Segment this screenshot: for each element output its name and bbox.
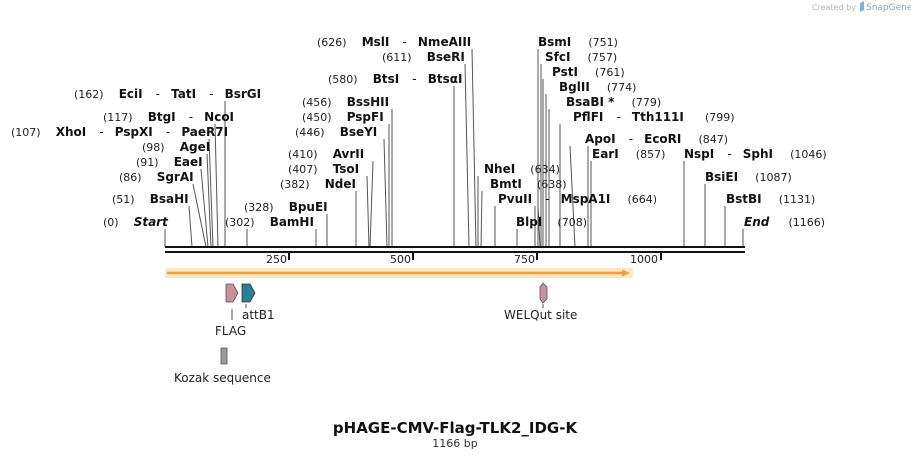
orf-arrow[interactable]	[165, 268, 633, 278]
site-label-nspi: NspI - SphI (1046)	[684, 143, 827, 162]
attb1-arrow-icon	[241, 283, 256, 303]
site-label-bstbi: BstBI (1131)	[726, 188, 815, 207]
leader-bseyi	[369, 160, 374, 248]
site-label-start: (0) Start	[103, 211, 169, 230]
site-label-sfci: SfcI (757)	[545, 46, 617, 65]
tick-label-500: 500	[390, 253, 411, 266]
sequence-backbone	[165, 246, 745, 253]
scale-ticks: 250 500 750 1000	[266, 252, 662, 266]
site-label-eari: EarI (857)	[592, 143, 665, 162]
leader-sgrai	[192, 183, 207, 248]
site-label-bglii: BglII (774)	[559, 76, 636, 95]
site-label-avrii: (410) AvrII	[288, 143, 364, 162]
flag-label: FLAG	[215, 324, 246, 338]
site-label-eaei: (91) EaeI	[136, 151, 203, 170]
tick-label-1000: 1000	[630, 253, 658, 266]
site-label-msli: (626) MslI - NmeAIII	[317, 31, 471, 50]
tick-label-750: 750	[514, 253, 535, 266]
site-label-pflfi: PflFI - Tth111I (799)	[573, 106, 735, 125]
snapgene-branding: Created by SnapGene	[812, 1, 911, 13]
site-label-pvuii: PvuII - MspA1I (664)	[498, 188, 657, 207]
map-title: pHAGE-CMV-Flag-TLK2_IDG-K	[333, 419, 579, 437]
orf-arrowhead	[622, 269, 630, 277]
site-label-bsshii: (456) BssHII	[302, 91, 389, 110]
site-label-bsmi: BsmI (751)	[538, 31, 618, 50]
site-label-end: End (1166)	[744, 211, 825, 230]
site-label-blpi: BlpI (708)	[516, 211, 587, 230]
leader-avrii	[366, 175, 370, 248]
site-label-psti: PstI (761)	[552, 61, 625, 80]
leader-pspfi	[383, 138, 388, 248]
leader-xhoi	[208, 138, 214, 248]
site-label-pspfi: (450) PspFI	[302, 106, 384, 125]
site-label-sgrai: (86) SgrAI	[119, 166, 194, 185]
site-label-btgi: (117) BtgI - NcoI	[103, 106, 234, 125]
leader-bmti	[480, 190, 483, 248]
snapgene-logo-icon	[860, 1, 864, 12]
site-label-ecii: (162) EciI - TatI - BsrGI	[74, 83, 261, 102]
leader-bsahi	[188, 205, 193, 248]
leader-eaei	[200, 168, 209, 248]
site-label-bmti: BmtI (638)	[490, 173, 567, 192]
feature-kozak[interactable]: Kozak sequence	[174, 347, 271, 385]
map-length: 1166 bp	[432, 437, 477, 450]
site-label-ndei: (382) NdeI	[280, 173, 356, 192]
site-label-bseri: (611) BseRI	[382, 46, 465, 65]
site-label-nhei: NheI (634)	[484, 158, 560, 177]
site-label-bsahi: (51) BsaHI	[112, 188, 189, 207]
kozak-label: Kozak sequence	[174, 371, 271, 385]
welqut-site-icon	[539, 282, 548, 304]
leader-agei	[206, 153, 212, 248]
leader-msli	[471, 48, 477, 248]
leader-ncoi	[214, 123, 219, 248]
site-label-btsi: (580) BtsI - BtsαI	[328, 68, 462, 87]
branding-prefix: Created by	[812, 3, 856, 12]
kozak-box-icon	[220, 347, 228, 365]
site-label-agei: (98) AgeI	[142, 136, 210, 155]
tick-label-250: 250	[266, 253, 287, 266]
site-label-bpuei: (328) BpuEI	[244, 196, 328, 215]
flag-arrow-icon	[225, 283, 239, 303]
leader-mspa1i	[537, 205, 541, 248]
leader-ecori	[569, 145, 576, 248]
site-labels: (0) Start (51) BsaHI (86) SgrAI (91) Eae…	[11, 31, 827, 230]
branding-name: SnapGene	[866, 3, 911, 13]
site-label-bsiei: BsiEI (1087)	[705, 166, 792, 185]
site-label-apoi: ApoI - EcoRI (847)	[585, 128, 728, 147]
site-label-tsoi: (407) TsoI	[288, 158, 359, 177]
site-leader-lines	[164, 48, 744, 248]
site-label-bsabi: BsaBI * (779)	[566, 91, 661, 110]
feature-welqut[interactable]: WELQut site	[504, 282, 577, 322]
welqut-label: WELQut site	[504, 308, 577, 322]
site-label-bamhi: (302) BamHI	[225, 211, 314, 230]
feature-flag[interactable]: FLAG	[215, 283, 246, 338]
feature-attb1[interactable]: attB1	[241, 283, 275, 322]
site-label-bseyi: (446) BseYI	[295, 121, 377, 140]
leader-bseri	[464, 63, 470, 248]
site-label-xhoi: (107) XhoI - PspXI - PaeR7I	[11, 121, 228, 140]
attb1-label: attB1	[242, 308, 275, 322]
